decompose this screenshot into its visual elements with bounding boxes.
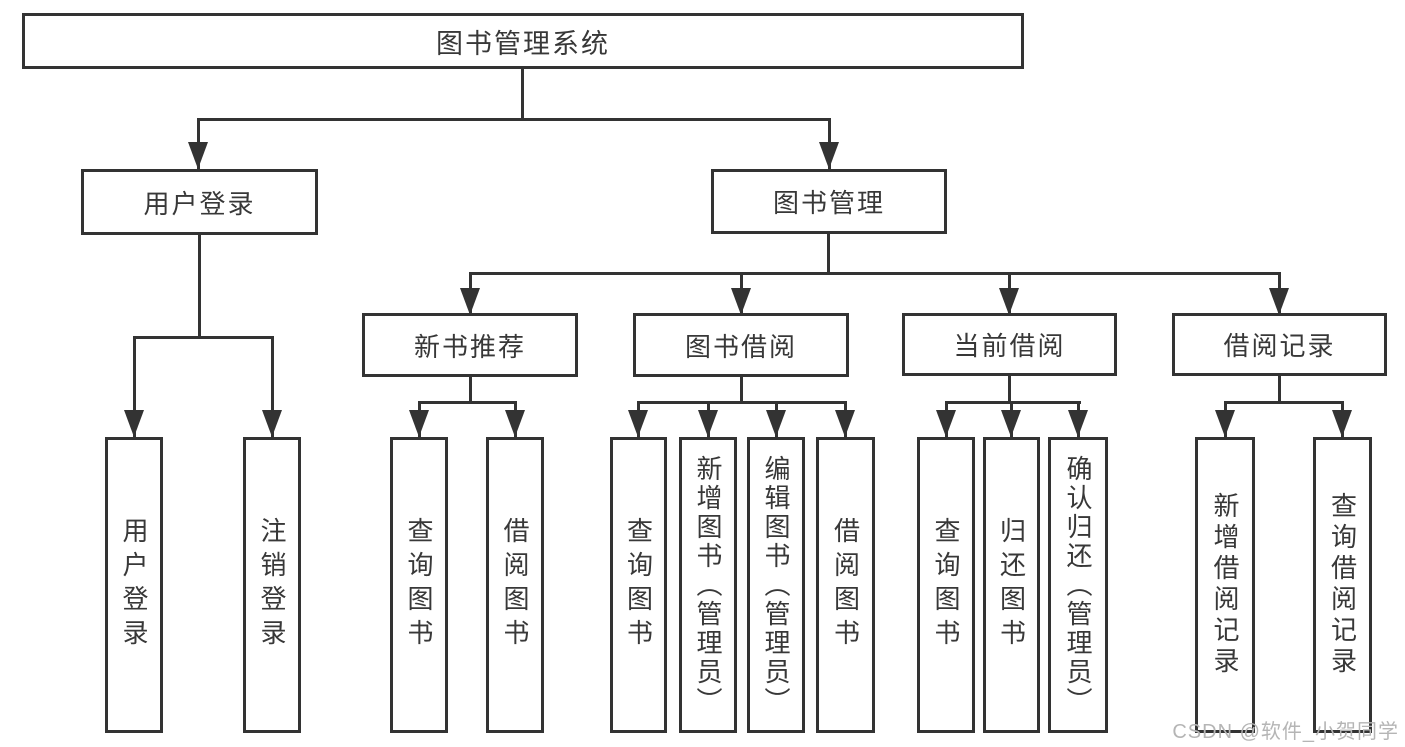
leaf-add-book-admin: 新增图书（管理员） [679, 437, 737, 733]
leaf-edit-book-admin: 编辑图书（管理员） [747, 437, 805, 733]
edge-borrow-records-stem [1278, 376, 1281, 404]
arrow-down-icon [1068, 410, 1088, 437]
arrow-down-icon [936, 410, 956, 437]
node-new-book-recommend: 新书推荐 [362, 313, 578, 377]
edge-current-borrow-split [945, 401, 1081, 404]
arrow-down-icon [1332, 410, 1352, 437]
arrow-down-icon [460, 288, 480, 315]
edge-to-leaf-user-login [133, 336, 136, 437]
edge-book-borrow-stem [740, 377, 743, 404]
leaf-return-book: 归还图书 [983, 437, 1040, 733]
arrow-down-icon [819, 142, 839, 169]
arrow-down-icon [188, 142, 208, 169]
arrow-down-icon [1215, 410, 1235, 437]
edge-new-book-split [418, 401, 517, 404]
arrow-down-icon [999, 288, 1019, 315]
edge-user-login-split [133, 336, 274, 339]
edge-new-book-stem [469, 377, 472, 404]
leaf-borrow-book-2: 借阅图书 [816, 437, 875, 733]
arrow-down-icon [409, 410, 429, 437]
node-borrow-records: 借阅记录 [1172, 313, 1387, 376]
leaf-add-borrow-record-label: 新增借阅记录 [1210, 492, 1240, 678]
edge-root-stem [521, 68, 524, 121]
node-user-login: 用户登录 [81, 169, 318, 235]
edge-to-leaf-logout [271, 336, 274, 437]
leaf-query-book-2: 查询图书 [610, 437, 667, 733]
leaf-query-borrow-record: 查询借阅记录 [1313, 437, 1372, 733]
arrow-down-icon [628, 410, 648, 437]
node-book-borrow: 图书借阅 [633, 313, 849, 377]
arrow-down-icon [731, 288, 751, 315]
arrow-down-icon [835, 410, 855, 437]
arrow-down-icon [1001, 410, 1021, 437]
leaf-confirm-return-admin: 确认归还（管理员） [1048, 437, 1108, 733]
leaf-query-book-1-label: 查询图书 [404, 517, 434, 653]
edge-current-borrow-stem [1008, 376, 1011, 404]
leaf-add-borrow-record: 新增借阅记录 [1195, 437, 1255, 733]
node-current-borrow: 当前借阅 [902, 313, 1117, 376]
leaf-user-login: 用户登录 [105, 437, 163, 733]
arrow-down-icon [505, 410, 525, 437]
edge-book-management-stem [827, 233, 830, 275]
leaf-query-book-3: 查询图书 [917, 437, 975, 733]
node-root: 图书管理系统 [22, 13, 1024, 69]
leaf-logout-label: 注销登录 [257, 517, 287, 653]
node-book-management: 图书管理 [711, 169, 947, 234]
leaf-edit-book-admin-label: 编辑图书（管理员） [761, 454, 791, 716]
leaf-confirm-return-admin-label: 确认归还（管理员） [1063, 454, 1093, 716]
leaf-query-book-3-label: 查询图书 [931, 517, 961, 653]
leaf-borrow-book-1-label: 借阅图书 [500, 517, 530, 653]
arrow-down-icon [766, 410, 786, 437]
leaf-query-book-2-label: 查询图书 [623, 517, 654, 653]
edge-borrow-records-split [1224, 401, 1344, 404]
edge-root-split [197, 118, 831, 121]
leaf-borrow-book-1: 借阅图书 [486, 437, 544, 733]
watermark: CSDN @软件_小贺同学 [1172, 721, 1399, 743]
edge-book-borrow-split [637, 401, 847, 404]
edge-book-management-split [469, 272, 1281, 275]
leaf-logout: 注销登录 [243, 437, 301, 733]
leaf-user-login-label: 用户登录 [119, 517, 149, 653]
arrow-down-icon [124, 410, 144, 437]
leaf-query-book-1: 查询图书 [390, 437, 448, 733]
leaf-query-borrow-record-label: 查询借阅记录 [1327, 492, 1358, 678]
arrow-down-icon [1269, 288, 1289, 315]
leaf-return-book-label: 归还图书 [996, 517, 1027, 653]
edge-user-login-stem [198, 235, 201, 339]
arrow-down-icon [698, 410, 718, 437]
arrow-down-icon [262, 410, 282, 437]
leaf-borrow-book-2-label: 借阅图书 [830, 517, 861, 653]
leaf-add-book-admin-label: 新增图书（管理员） [693, 454, 723, 716]
